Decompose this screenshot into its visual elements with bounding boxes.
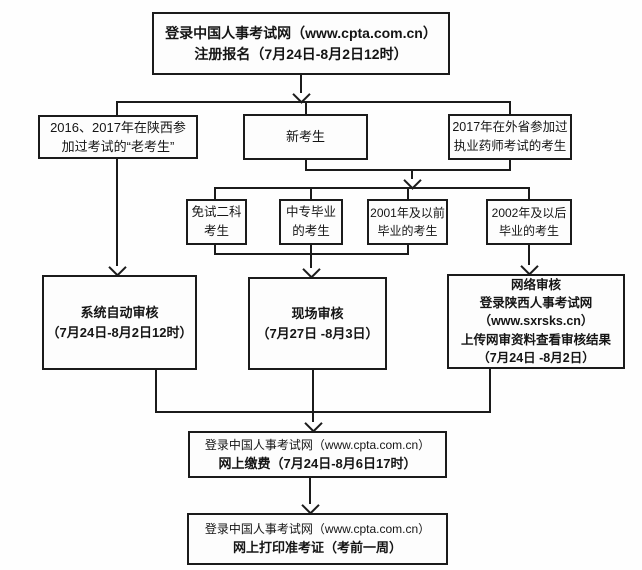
connector-auto-down [155, 370, 157, 413]
connector-split-row2 [116, 101, 511, 103]
node-before2001-line2: 毕业的考生 [377, 224, 438, 238]
node-secondary-school-grad: 中专毕业 的考生 [279, 199, 343, 245]
connector-collector-row4 [155, 411, 491, 413]
node-grad-after-2002: 2002年及以后 毕业的考生 [486, 199, 572, 245]
node-old-candidates-line2: 加过考试的“老考生” [61, 139, 175, 154]
connector-merge-row2 [305, 169, 511, 171]
node-secondary-line2: 的考生 [292, 224, 330, 238]
node-register-line1: 登录中国人事考试网（www.cpta.com.cn） [165, 24, 437, 41]
connector-merge-down [411, 169, 413, 179]
node-out-province-line1: 2017年在外省参加过 [452, 120, 568, 135]
node-onsite-review-line2: （7月27日 -8月3日） [256, 325, 379, 341]
node-online-review-line2: 登录陕西人事考试网 [479, 296, 593, 311]
node-online-review: 网络审核 登录陕西人事考试网 （www.sxrsks.cn） 上传网审资料查看审… [447, 274, 625, 369]
arrowhead-down-to-auto-review [108, 258, 127, 277]
node-online-payment: 登录中国人事考试网（www.cpta.com.cn） 网上缴费（7月24日-8月… [188, 431, 447, 478]
node-print-line2: 网上打印准考证（考前一周） [232, 540, 402, 556]
node-exempt-line1: 免试二科 [191, 205, 242, 220]
arrowhead-down-to-print [301, 496, 320, 515]
connector-exempt-down [214, 245, 216, 255]
connector-split-to-new [305, 101, 307, 114]
node-onsite-review-line1: 现场审核 [291, 306, 344, 321]
connector-to-before2001 [407, 187, 409, 199]
connector-to-secondary [310, 187, 312, 199]
node-onsite-review: 现场审核 （7月27日 -8月3日） [248, 277, 387, 370]
node-online-review-line4: 上传网审资料查看审核结果 [460, 332, 611, 347]
node-auto-review: 系统自动审核 （7月24日-8月2日12时） [42, 275, 197, 370]
node-before2001-line1: 2001年及以前 [370, 206, 445, 220]
node-online-review-line1: 网络审核 [510, 278, 561, 293]
connector-before2001-down [407, 245, 409, 255]
connector-split-to-outprov [509, 101, 511, 114]
node-secondary-line1: 中专毕业 [285, 205, 336, 220]
arrowhead-down-to-online-review [520, 257, 539, 276]
connector-to-exempt [214, 187, 216, 199]
connector-split-to-old [116, 101, 118, 115]
arrowhead-down-to-pay [304, 414, 323, 433]
node-auto-review-line1: 系统自动审核 [80, 305, 159, 320]
connector-after2002-to-online [528, 245, 530, 265]
connector-secondary-to-onsite [310, 245, 312, 268]
node-out-province-line2: 执业药师考试的考生 [453, 139, 567, 153]
node-old-candidates-line1: 2016、2017年在陕西参 [50, 119, 186, 135]
connector-onsite-to-pay [312, 370, 314, 422]
node-after2002-line2: 毕业的考生 [498, 224, 559, 238]
node-exempt-two-subjects: 免试二科 考生 [186, 199, 247, 245]
node-exempt-line2: 考生 [203, 224, 229, 238]
connector-old-to-auto [116, 159, 118, 266]
node-online-review-line3: （www.sxrsks.cn） [478, 314, 594, 329]
connector-distributor-row3 [214, 187, 530, 189]
node-after2002-line1: 2002年及以后 [491, 206, 567, 220]
node-grad-before-2001: 2001年及以前 毕业的考生 [367, 199, 448, 245]
arrowhead-down-to-onsite-review [302, 260, 321, 279]
node-register: 登录中国人事考试网（www.cpta.com.cn） 注册报名（7月24日-8月… [152, 12, 450, 75]
node-register-line2: 注册报名（7月24日-8月2日12时） [194, 45, 408, 62]
node-pay-line2: 网上缴费（7月24日-8月6日17时） [218, 455, 417, 471]
node-new-candidates-line1: 新考生 [285, 129, 325, 145]
node-new-candidates: 新考生 [243, 114, 368, 160]
node-out-province-candidates: 2017年在外省参加过 执业药师考试的考生 [448, 114, 572, 160]
node-auto-review-line2: （7月24日-8月2日12时） [46, 324, 193, 340]
node-print-admission-ticket: 登录中国人事考试网（www.cpta.com.cn） 网上打印准考证（考前一周） [187, 513, 448, 565]
node-print-line1: 登录中国人事考试网（www.cpta.com.cn） [204, 522, 431, 537]
connector-to-after2002 [528, 187, 530, 199]
connector-outprov-down [509, 160, 511, 171]
connector-online-down [489, 368, 491, 413]
node-online-review-line5: （7月24日 -8月2日） [477, 350, 595, 365]
node-pay-line1: 登录中国人事考试网（www.cpta.com.cn） [204, 437, 431, 452]
connector-register-down [300, 73, 302, 93]
node-old-candidates: 2016、2017年在陕西参 加过考试的“老考生” [38, 115, 198, 159]
connector-pay-to-print [309, 478, 311, 504]
connector-new-down [305, 160, 307, 171]
